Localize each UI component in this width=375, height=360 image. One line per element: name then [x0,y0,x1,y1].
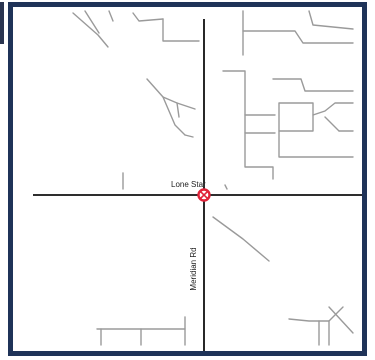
minor-street [272,78,354,92]
minor-street [108,10,114,22]
minor-street [328,306,354,334]
minor-street [278,102,314,132]
map-frame[interactable]: Lone Star Meridian Rd [8,2,367,356]
minor-street [212,216,270,262]
minor-street [162,18,200,42]
minor-street [242,30,354,44]
minor-street [132,12,164,22]
minor-streets [72,10,354,346]
minor-street [308,10,354,30]
minor-street [324,116,340,132]
street-label-lone-star: Lone Star [171,180,206,189]
minor-street [312,102,354,116]
minor-street [176,102,180,118]
minor-street [278,130,354,158]
minor-street [72,12,109,48]
minor-street [146,78,186,136]
minor-street [84,10,100,34]
minor-street [224,184,228,190]
street-map[interactable]: Lone Star Meridian Rd [13,7,362,351]
minor-street [222,70,274,180]
street-label-meridian-rd: Meridian Rd [189,247,198,290]
adjacent-panel-edge [0,2,4,44]
minor-street [184,134,194,138]
location-marker-icon[interactable] [197,188,211,202]
